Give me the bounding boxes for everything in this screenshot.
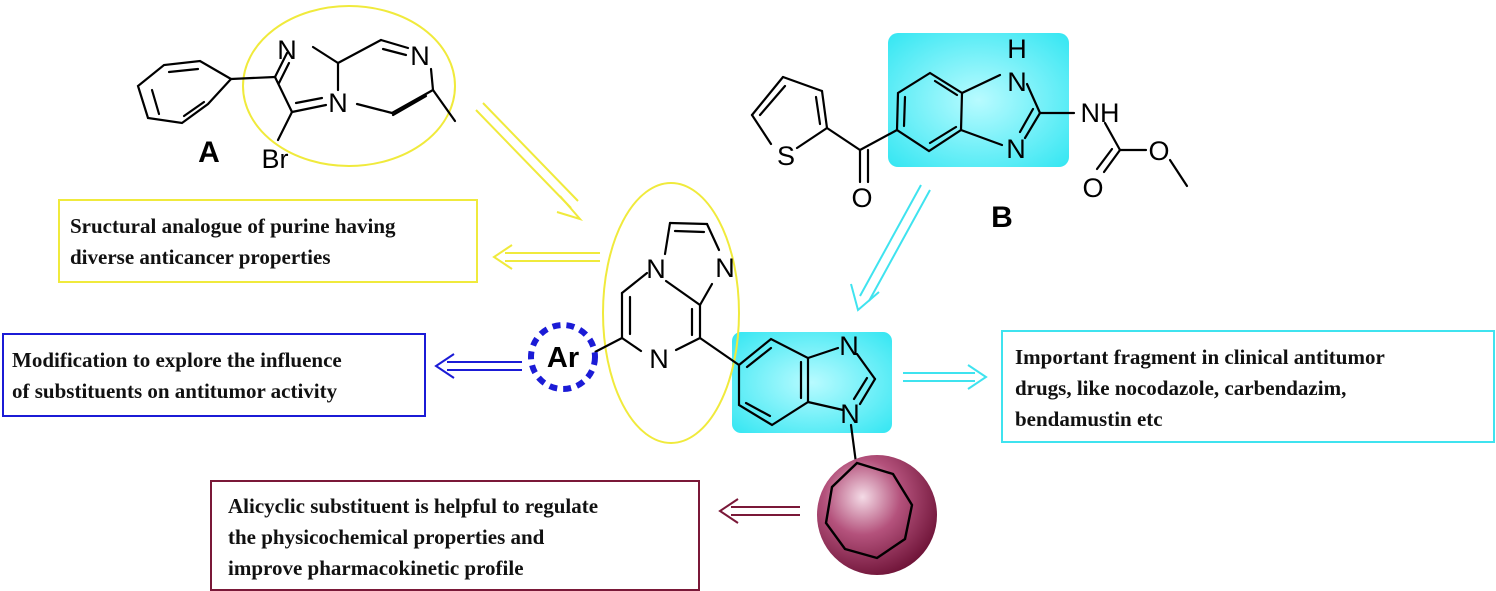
arrow-core-to-purine-note (492, 244, 600, 270)
cycloheptane-ring (824, 461, 914, 560)
atom-h-b: H (1007, 34, 1027, 64)
compound-a-label: A (198, 136, 220, 169)
compound-a-structure (136, 38, 457, 142)
benzimidazole-highlight-b (888, 33, 1069, 167)
alicyclic-substituent-note: Alicyclic substituent is helpful to regu… (210, 480, 700, 591)
fragment-note-line-2: drugs, like nocodazole, carbendazim, (1015, 376, 1347, 400)
atom-br-a: Br (262, 144, 289, 174)
atom-n-b1: N (1007, 67, 1027, 97)
atom-nh-b: NH (1081, 98, 1120, 128)
purine-note-line-1: Sructural analogue of purine having (70, 214, 396, 238)
atom-n-main3: N (649, 344, 669, 374)
modification-note: Modification to explore the influence of… (2, 333, 426, 417)
atom-o-b3: O (1082, 173, 1103, 203)
antitumor-fragment-note: Important fragment in clinical antitumor… (1001, 330, 1495, 443)
atom-n-main4: N (839, 331, 859, 361)
compound-b-label: B (991, 201, 1013, 234)
atom-n-main5: N (840, 399, 860, 429)
purine-note-line-2: diverse anticancer properties (70, 245, 331, 269)
modification-note-line-2: of substituents on antitumor activity (12, 379, 338, 403)
purine-analogue-note: Sructural analogue of purine having dive… (58, 199, 478, 283)
atom-n-b2: N (1006, 134, 1026, 164)
alicyclic-note-line-1: Alicyclic substituent is helpful to regu… (228, 494, 599, 518)
alicyclic-note-line-3: improve pharmacokinetic profile (228, 556, 524, 580)
atom-o-b1: O (851, 183, 872, 213)
compound-b-structure (750, 71, 1189, 188)
alicyclic-note-line-2: the physicochemical properties and (228, 525, 545, 549)
imidazopyrazine-ellipse-main (602, 182, 740, 444)
atom-n-a3: N (328, 88, 348, 118)
atom-o-b2: O (1148, 136, 1169, 166)
arrow-benzimidazole-to-fragment-note (903, 364, 988, 390)
atom-n-a2: N (410, 41, 430, 71)
atom-n-main2: N (715, 253, 735, 283)
arrow-ar-to-modify-note (434, 353, 522, 379)
ar-dashed-circle (528, 322, 598, 392)
target-scaffold-structure (593, 221, 877, 465)
imidazopyrazine-ellipse-a (242, 5, 456, 167)
atom-n-a1: N (277, 35, 297, 65)
modification-note-line-1: Modification to explore the influence (12, 348, 342, 372)
ar-label: Ar (547, 342, 579, 374)
atom-n-main1: N (646, 254, 666, 284)
fragment-note-line-1: Important fragment in clinical antitumor (1015, 345, 1385, 369)
arrow-sphere-to-alicyclic-note (718, 498, 800, 524)
arrow-a-to-core (475, 102, 584, 221)
alicyclic-sphere (817, 455, 937, 575)
atom-s-b: S (777, 141, 795, 171)
fragment-note-line-3: bendamustin etc (1015, 407, 1163, 431)
benzimidazole-highlight-main (732, 332, 892, 433)
arrow-b-to-core (850, 184, 931, 312)
